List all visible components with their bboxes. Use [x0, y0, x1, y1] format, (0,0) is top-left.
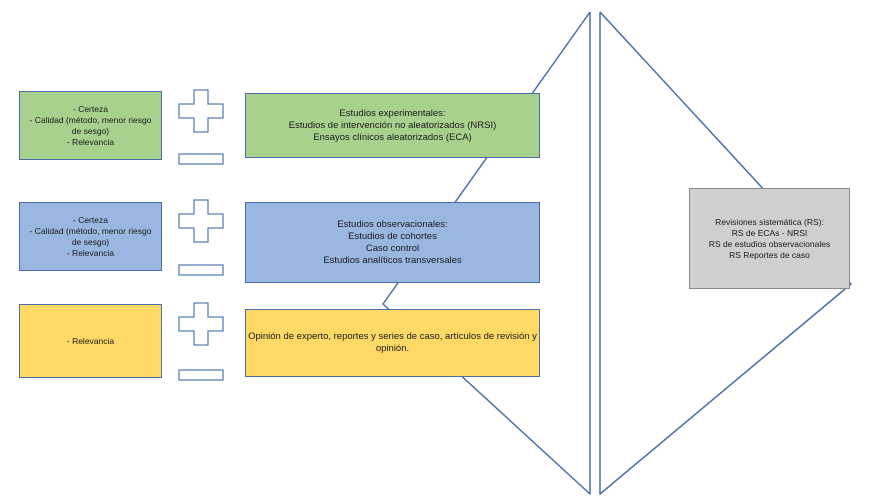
- criteria-line: - Certeza: [73, 214, 108, 225]
- studies-line: Estudios experimentales:: [339, 107, 446, 119]
- minus-icon: [178, 264, 224, 276]
- plus-icon: [178, 302, 224, 346]
- criteria-box-observational: - Certeza - Calidad (método, menor riesg…: [19, 202, 162, 271]
- reviews-line: RS Reportes de caso: [729, 249, 810, 260]
- studies-line: Opinión de experto, reportes y series de…: [248, 331, 537, 342]
- criteria-line: - Calidad (método, menor riesgo: [29, 114, 152, 125]
- studies-line: Estudios analíticos transversales: [323, 254, 462, 266]
- criteria-box-experimental: - Certeza - Calidad (método, menor riesg…: [19, 91, 162, 160]
- studies-line: Caso control: [365, 242, 420, 254]
- pyramid-right-face: [599, 11, 852, 495]
- studies-box-expert-opinion: Opinión de experto, reportes y series de…: [245, 309, 540, 377]
- criteria-line: de sesgo): [71, 236, 110, 247]
- minus-icon: [178, 153, 224, 165]
- reviews-line: RS de ECAs - NRSI: [731, 227, 808, 238]
- studies-line: Estudios observacionales:: [337, 218, 448, 230]
- studies-line: opinión.: [375, 343, 410, 354]
- studies-line: Ensayos clínicos aleatorizados (ECA): [313, 131, 472, 143]
- systematic-reviews-box: Revisiones sistemática (RS): RS de ECAs …: [689, 188, 850, 289]
- criteria-line: - Relevancia: [66, 247, 115, 258]
- studies-box-experimental: Estudios experimentales: Estudios de int…: [245, 93, 540, 158]
- criteria-line: de sesgo): [71, 125, 110, 136]
- studies-line: Estudios de cohortes: [348, 230, 437, 242]
- reviews-line: RS de estudios observacionales: [708, 238, 831, 249]
- reviews-line: Revisiones sistemática (RS):: [715, 216, 824, 227]
- pyramid-left-face: [382, 11, 591, 495]
- criteria-line: - Calidad (método, menor riesgo: [29, 225, 152, 236]
- studies-box-observational: Estudios observacionales: Estudios de co…: [245, 202, 540, 283]
- plus-icon: [178, 199, 224, 243]
- criteria-box-expert-opinion: - Relevancia: [19, 304, 162, 378]
- criteria-line: - Relevancia: [66, 136, 115, 147]
- plus-icon: [178, 89, 224, 133]
- criteria-line: - Certeza: [73, 103, 108, 114]
- criteria-line: - Relevancia: [66, 335, 115, 346]
- studies-line: Estudios de intervención no aleatorizado…: [288, 119, 497, 131]
- minus-icon: [178, 369, 224, 381]
